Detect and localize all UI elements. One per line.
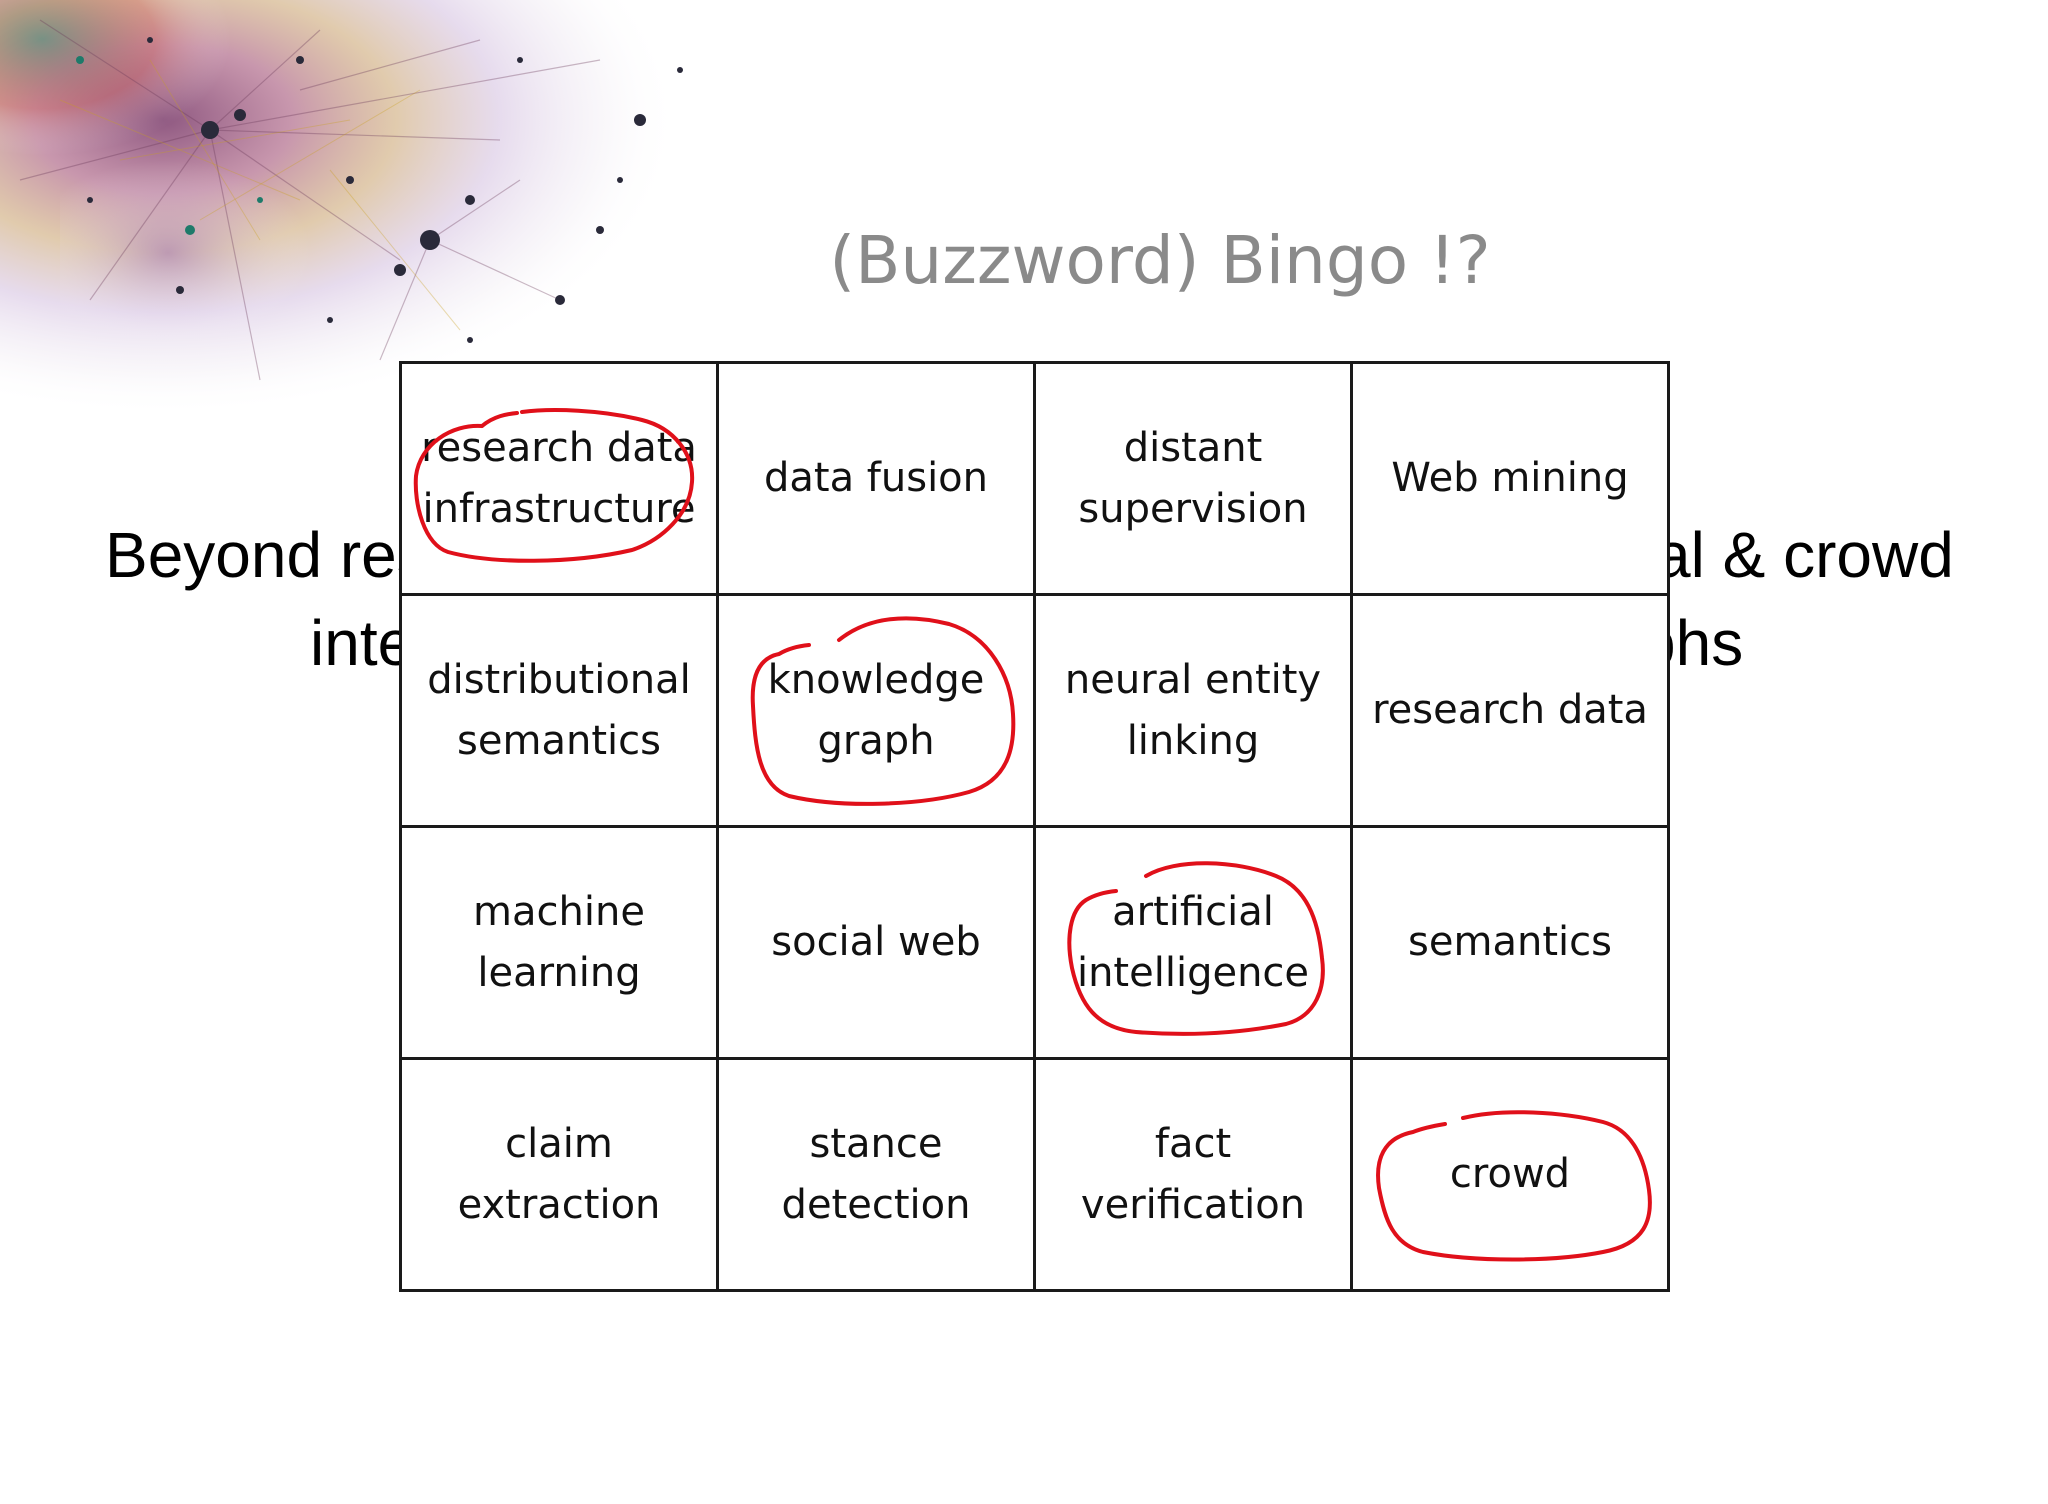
bingo-cell: distant supervision <box>1033 361 1353 596</box>
bingo-cell-label: crowd <box>1449 1151 1571 1197</box>
bingo-cell-label: stance detection <box>781 1120 971 1228</box>
bingo-row: machine learning social web artificial i… <box>399 825 1670 1060</box>
bingo-cell: research data infrastructure <box>399 361 719 596</box>
bingo-cell: knowledge graph <box>716 593 1036 828</box>
bingo-cell: data fusion <box>716 361 1036 596</box>
bingo-cell: artificial intelligence <box>1033 825 1353 1060</box>
bingo-cell-label: artificial intelligence <box>1076 888 1310 996</box>
bingo-cell-label: research data <box>1372 687 1648 733</box>
bingo-grid: research data infrastructure data fusion… <box>399 361 1670 1292</box>
bingo-row: claim extraction stance detection fact v… <box>399 1057 1670 1292</box>
bingo-cell-label: social web <box>771 919 981 965</box>
bingo-cell: claim extraction <box>399 1057 719 1292</box>
bingo-cell: stance detection <box>716 1057 1036 1292</box>
network-graph-image <box>0 0 740 426</box>
bingo-cell: crowd <box>1350 1057 1670 1292</box>
bingo-cell: research data <box>1350 593 1670 828</box>
bingo-cell-label: Web mining <box>1391 455 1629 501</box>
bingo-cell-label: fact verification <box>1080 1120 1306 1228</box>
bingo-row: research data infrastructure data fusion… <box>399 361 1670 596</box>
background-text-line1-left: Beyond res <box>105 519 429 591</box>
bingo-cell-label: neural entity linking <box>1064 656 1322 764</box>
bingo-cell-label: semantics <box>1408 919 1612 965</box>
bingo-cell: Web mining <box>1350 361 1670 596</box>
background-text-line2-left: inte <box>310 607 414 679</box>
bingo-cell: machine learning <box>399 825 719 1060</box>
bingo-cell-label: claim extraction <box>457 1120 661 1228</box>
bingo-cell: neural entity linking <box>1033 593 1353 828</box>
slide-title: (Buzzword) Bingo !? <box>829 222 1491 299</box>
bingo-cell: semantics <box>1350 825 1670 1060</box>
bingo-cell-label: distant supervision <box>1078 424 1308 532</box>
background-text-line1-right: al & crowd <box>1655 519 1954 591</box>
bingo-cell-label: knowledge graph <box>767 656 985 764</box>
bingo-cell-label: machine learning <box>473 888 645 996</box>
bingo-cell: fact verification <box>1033 1057 1353 1292</box>
bingo-cell: distributional semantics <box>399 593 719 828</box>
bingo-cell-label: research data infrastructure <box>421 424 697 532</box>
bingo-cell-label: data fusion <box>763 455 989 501</box>
bingo-cell: social web <box>716 825 1036 1060</box>
bingo-cell-label: distributional semantics <box>427 656 691 764</box>
bingo-row: distributional semantics knowledge graph… <box>399 593 1670 828</box>
